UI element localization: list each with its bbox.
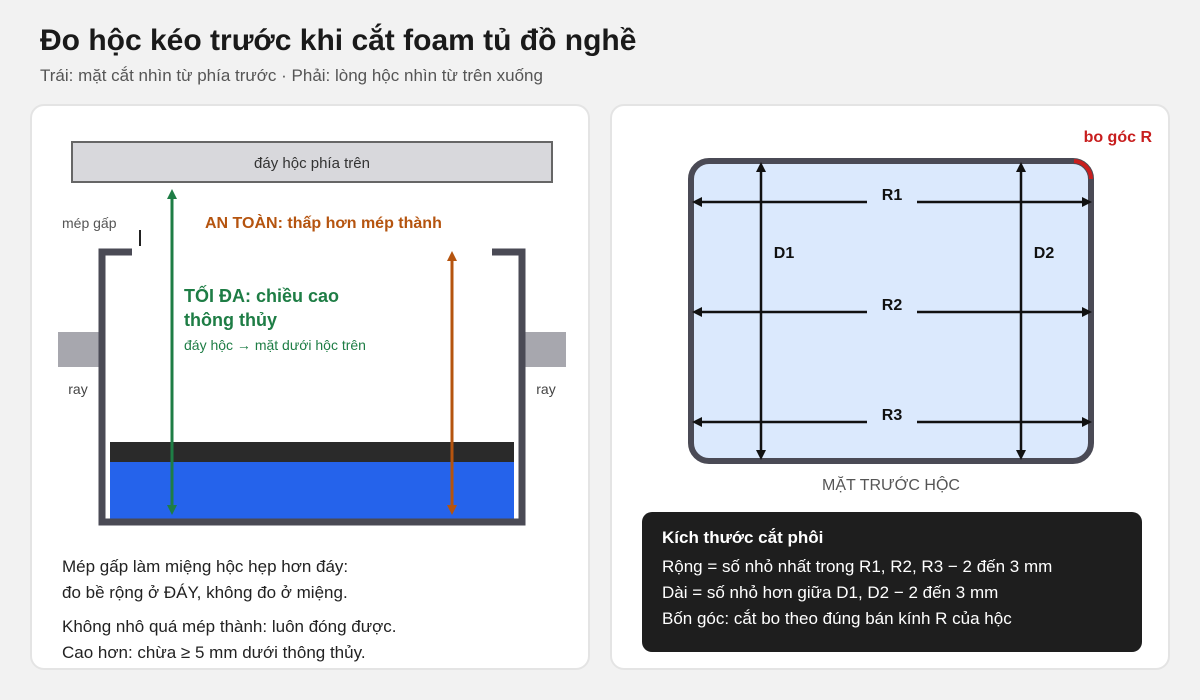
cut-size-summary: Kích thước cắt phôi Rộng = số nhỏ nhất t… bbox=[642, 512, 1142, 652]
max-label-line1: TỐI ĐA: chiều cao bbox=[184, 285, 339, 306]
rail-right bbox=[524, 332, 566, 367]
summary-line: Dài = số nhỏ hơn giữa D1, D2 − 2 đến 3 m… bbox=[662, 583, 999, 602]
note-line: Mép gấp làm miệng hộc hẹp hơn đáy: bbox=[62, 557, 349, 576]
cross-section-diagram: đáy hộc phía trên ray ray mép gấp TỐI ĐA… bbox=[58, 141, 566, 526]
summary-title: Kích thước cắt phôi bbox=[662, 528, 824, 547]
safe-label: AN TOÀN: thấp hơn mép thành bbox=[205, 213, 442, 232]
upper-drawer-label: đáy hộc phía trên bbox=[254, 155, 370, 172]
summary-line: Bốn góc: cắt bo theo đúng bán kính R của… bbox=[662, 609, 1012, 628]
rail-left bbox=[58, 332, 100, 367]
page-title: Đo hộc kéo trước khi cắt foam tủ đồ nghề bbox=[40, 24, 637, 57]
corner-radius-highlight bbox=[1073, 159, 1094, 180]
note-line: Cao hơn: chừa ≥ 5 mm dưới thông thủy. bbox=[62, 643, 366, 662]
r3-label: R3 bbox=[882, 407, 903, 424]
d2-label: D2 bbox=[1034, 245, 1055, 262]
top-view-diagram: bo góc R R1 R2 R3 D1 D2 MẶT TRƯỚC HỘC bbox=[688, 129, 1153, 494]
cross-section-card: đáy hộc phía trên ray ray mép gấp TỐI ĐA… bbox=[30, 104, 590, 670]
fold-label: mép gấp bbox=[62, 215, 117, 231]
upper-drawer-bottom bbox=[71, 141, 553, 183]
max-label-sub: đáy hộc → mặt dưới hộc trên bbox=[184, 337, 366, 353]
rail-left-label: ray bbox=[68, 381, 87, 397]
foam-body bbox=[110, 462, 514, 520]
front-label: MẶT TRƯỚC HỘC bbox=[822, 475, 960, 494]
top-view-card: bo góc R R1 R2 R3 D1 D2 MẶT TRƯỚC HỘC Kí… bbox=[610, 104, 1170, 670]
notes-block-2: Không nhô quá mép thành: luôn đóng được.… bbox=[62, 614, 396, 666]
foam-top-layer bbox=[110, 442, 514, 462]
max-label-line2: thông thủy bbox=[184, 310, 277, 330]
r2-label: R2 bbox=[882, 297, 903, 314]
page-subtitle: Trái: mặt cắt nhìn từ phía trước · Phải:… bbox=[40, 66, 543, 85]
notes-block-1: Mép gấp làm miệng hộc hẹp hơn đáy: đo bề… bbox=[62, 554, 348, 606]
drawer-wall bbox=[98, 248, 526, 526]
summary-line: Rộng = số nhỏ nhất trong R1, R2, R3 − 2 … bbox=[662, 557, 1053, 576]
note-line: Không nhô quá mép thành: luôn đóng được. bbox=[62, 617, 397, 636]
note-line: đo bề rộng ở ĐÁY, không đo ở miệng. bbox=[62, 583, 348, 602]
d1-label: D1 bbox=[774, 245, 795, 262]
rail-right-label: ray bbox=[536, 381, 555, 397]
r1-label: R1 bbox=[882, 187, 903, 204]
corner-radius-label: bo góc R bbox=[1084, 129, 1153, 146]
